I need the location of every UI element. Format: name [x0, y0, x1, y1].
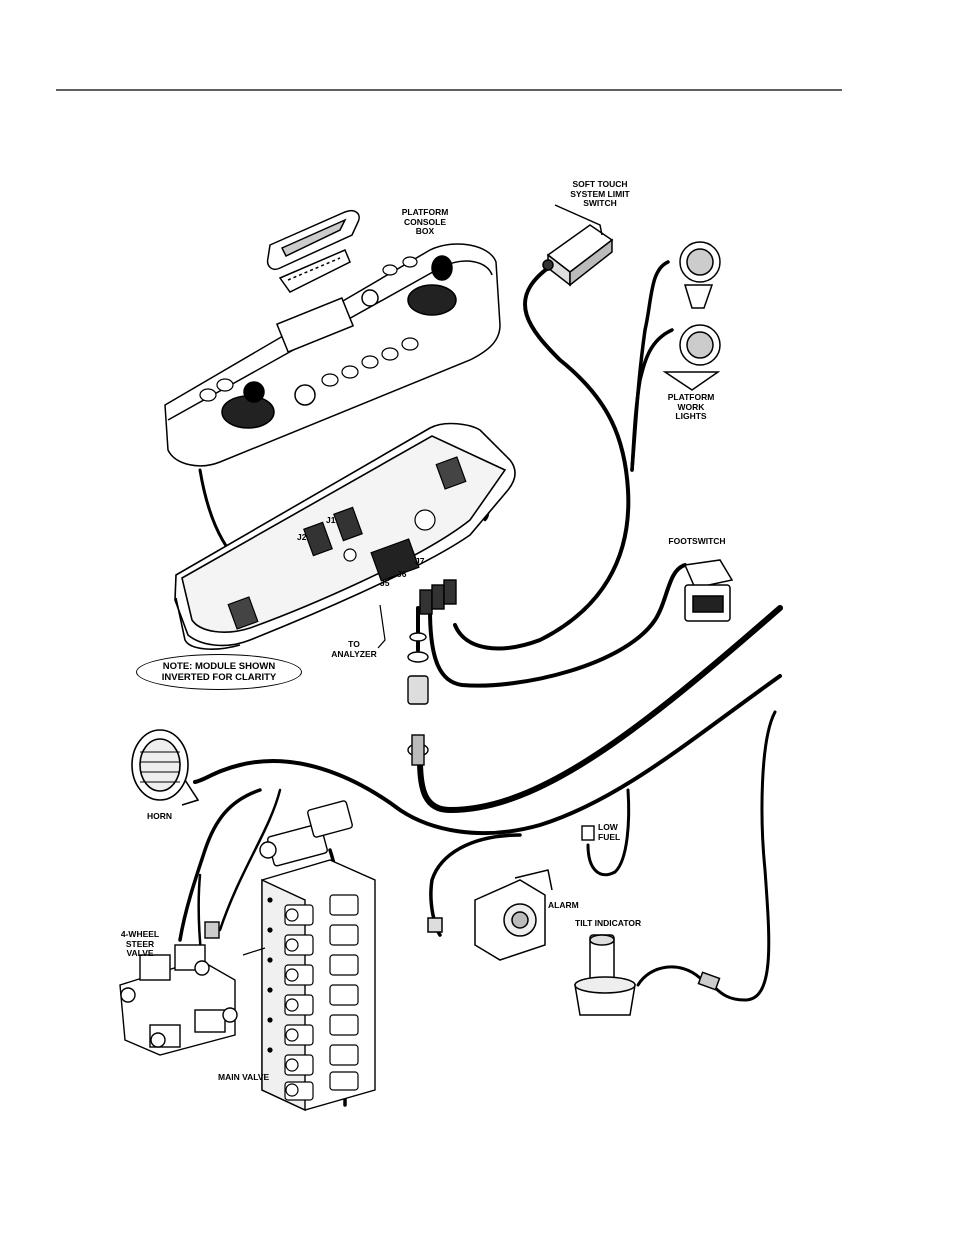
work-lights [665, 242, 720, 390]
inverted-module-note: NOTE: MODULE SHOWN INVERTED FOR CLARITY [136, 654, 302, 690]
footswitch-label: FOOTSWITCH [660, 537, 734, 547]
display-bezel [268, 211, 360, 292]
connector-j2-label: J2 [297, 533, 306, 543]
tilt-indicator-label: TILT INDICATOR [575, 919, 641, 929]
horn-label: HORN [147, 812, 172, 822]
footswitch [685, 560, 732, 621]
note-text: NOTE: MODULE SHOWN INVERTED FOR CLARITY [162, 661, 277, 683]
steer-valve-label: 4-WHEEL STEER VALVE [116, 930, 164, 959]
soft-touch-switch-label: SOFT TOUCH SYSTEM LIMIT SWITCH [560, 180, 640, 209]
horn [132, 730, 198, 805]
cable-grommets [408, 580, 456, 765]
low-fuel-label: LOW FUEL [598, 823, 620, 842]
low-fuel-sender [582, 826, 594, 840]
work-lights-label: PLATFORM WORK LIGHTS [660, 393, 722, 422]
connector-j5-label: J5 [380, 579, 389, 589]
alarm [428, 870, 552, 960]
soft-touch-switch [543, 205, 612, 285]
main-valve-label: MAIN VALVE [218, 1073, 269, 1083]
to-analyzer-label: TO ANALYZER [326, 640, 382, 659]
connector-j6-label: J6 [397, 570, 406, 580]
connector-j1-label: J1 [326, 516, 335, 526]
console-box-label: PLATFORM CONSOLE BOX [390, 208, 460, 237]
connector-j7-label: J7 [415, 557, 424, 567]
alarm-label: ALARM [548, 901, 579, 911]
